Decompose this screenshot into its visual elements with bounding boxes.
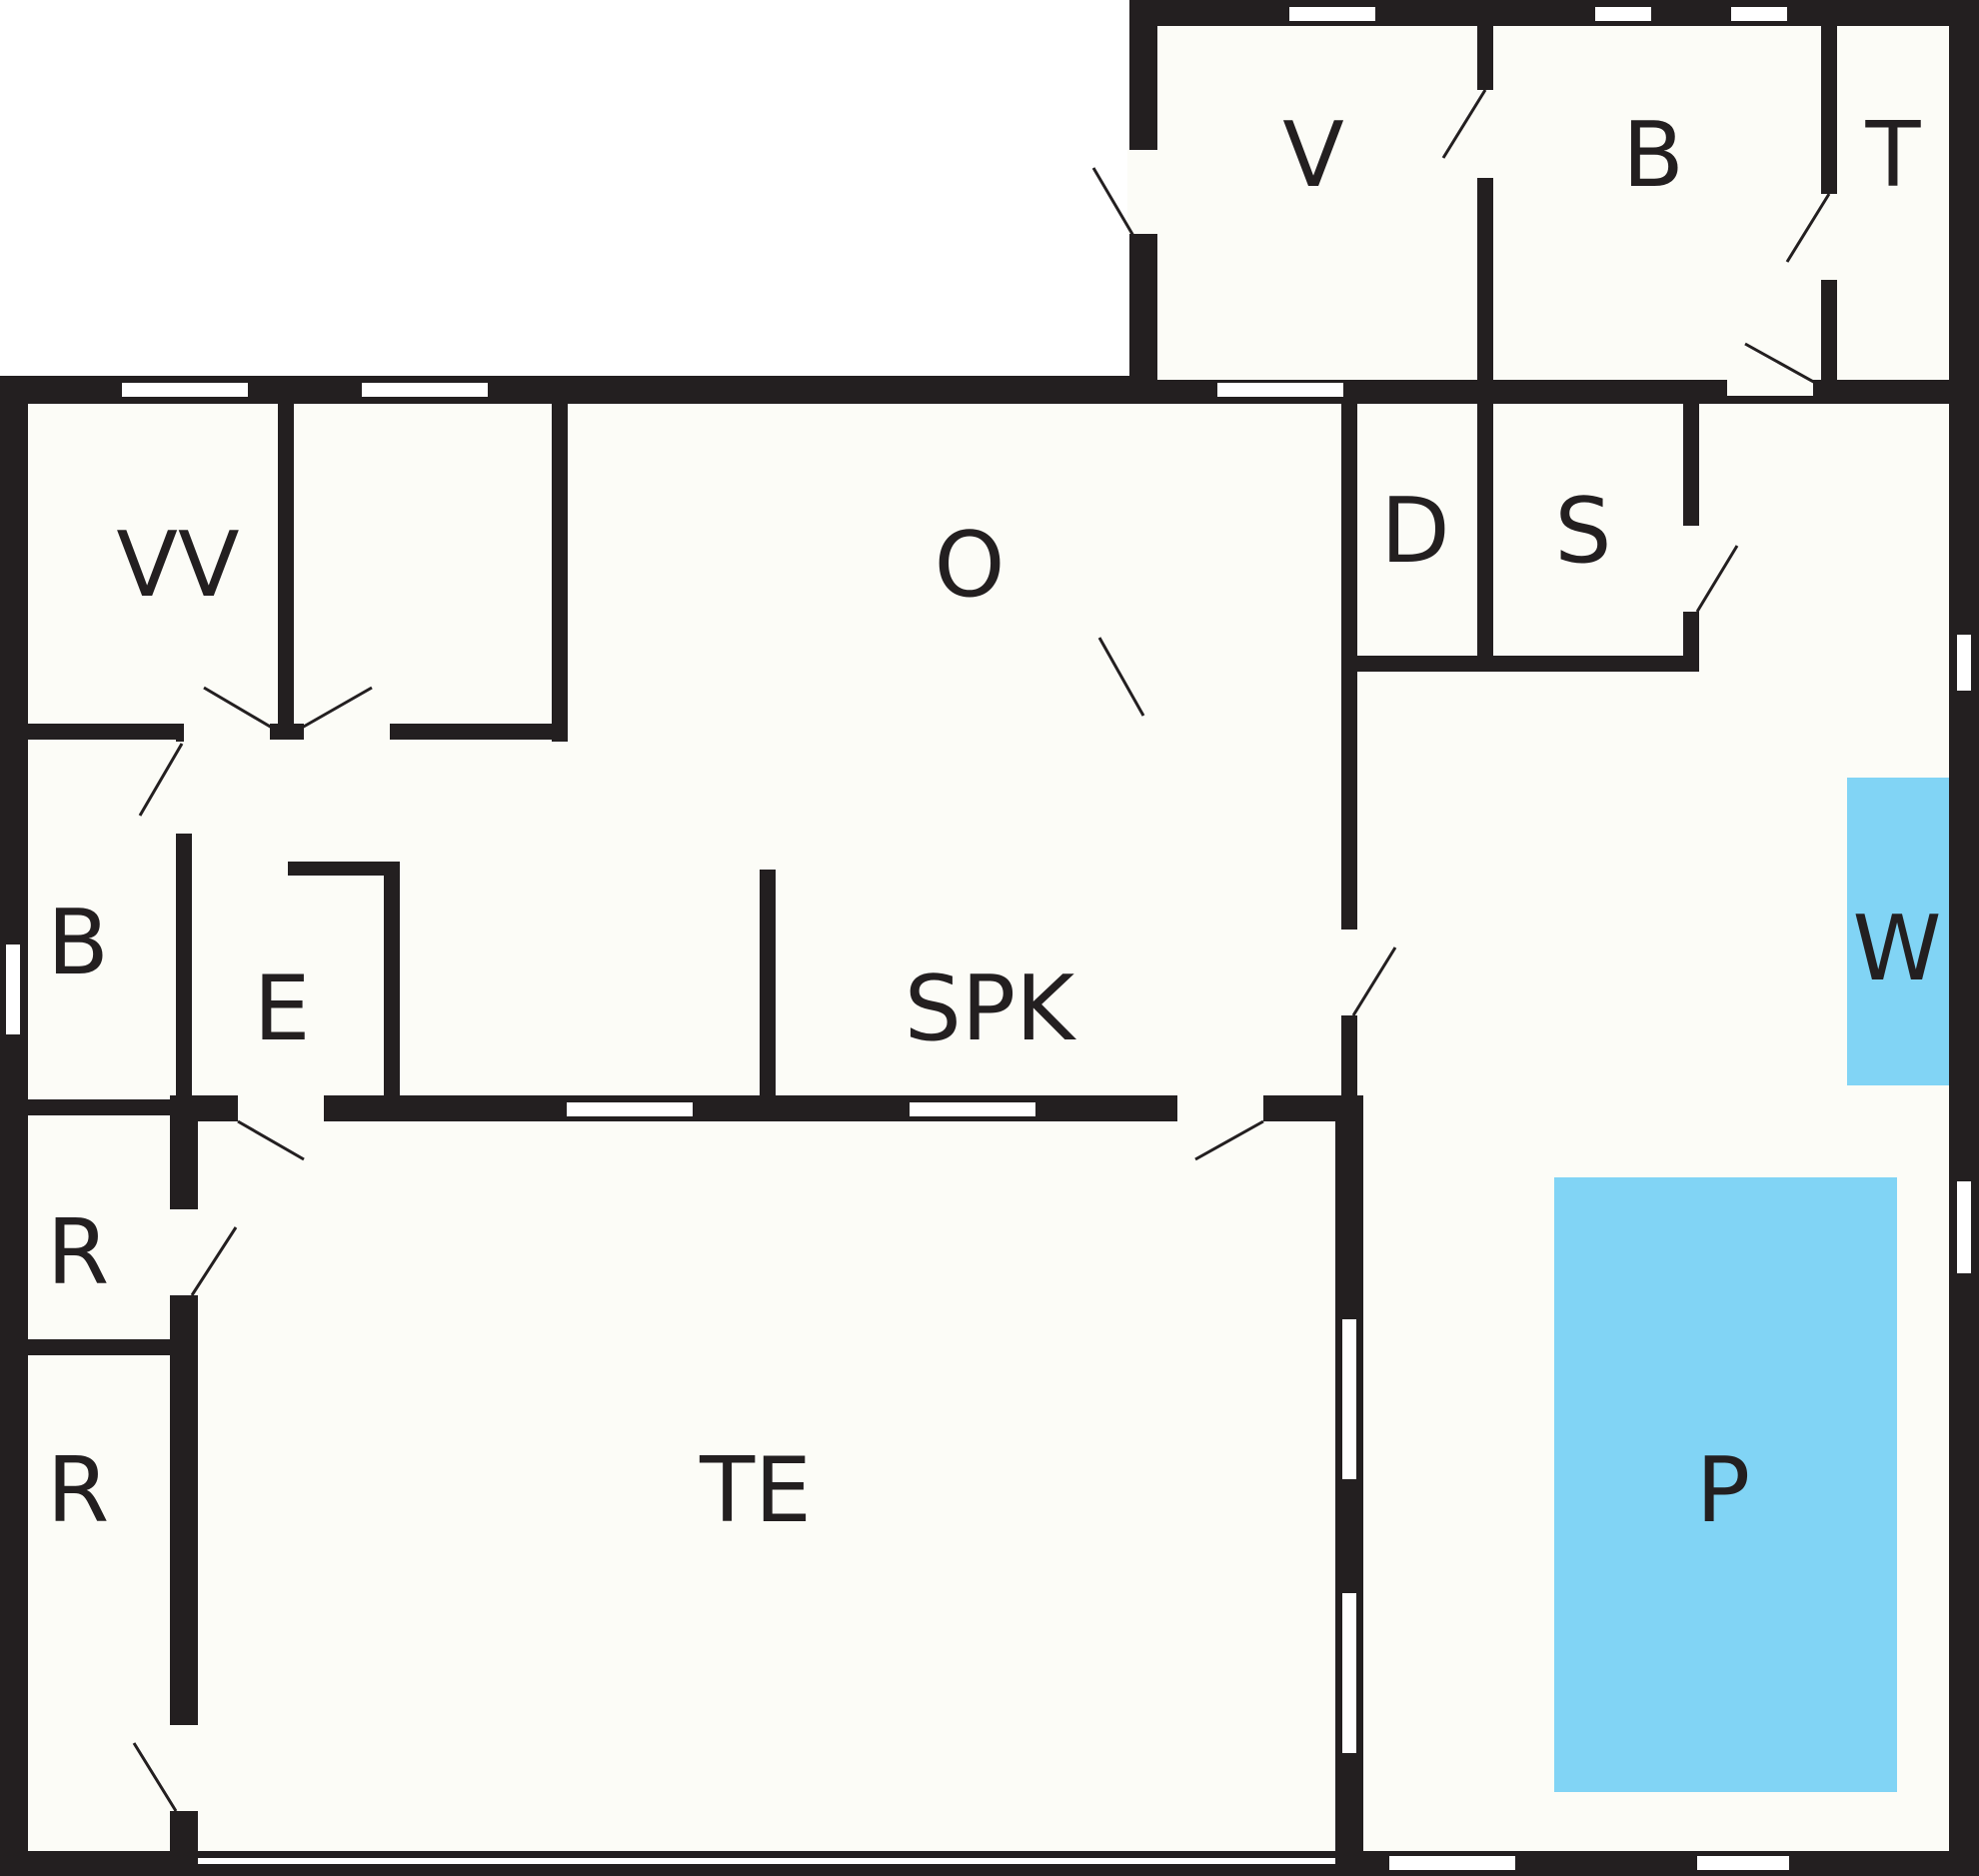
room-label-vv: VV: [116, 513, 239, 618]
room-label-d: D: [1380, 479, 1449, 584]
room-label-s: S: [1554, 479, 1611, 584]
pool-water: [1554, 1177, 1897, 1792]
room-label-te: TE: [699, 1438, 812, 1543]
room-labels: V B T VV O D S B E SPK W R R TE P: [47, 103, 1942, 1543]
windows: [6, 7, 1971, 1870]
room-label-r-lower: R: [47, 1438, 110, 1543]
room-label-p: P: [1696, 1438, 1750, 1543]
room-label-t: T: [1865, 103, 1922, 208]
room-label-r-upper: R: [47, 1200, 110, 1305]
room-label-v: V: [1282, 103, 1344, 208]
room-label-w: W: [1853, 897, 1942, 1001]
whirlpool-water: [1847, 778, 1949, 1085]
door-openings: [168, 90, 1839, 1811]
room-label-b-top: B: [1622, 103, 1684, 208]
room-label-b-left: B: [47, 891, 109, 995]
water-features: [1554, 778, 1949, 1792]
room-label-spk: SPK: [905, 956, 1076, 1061]
room-label-o: O: [935, 513, 1005, 618]
room-label-e: E: [254, 956, 311, 1061]
door-swings: [132, 89, 1831, 1812]
